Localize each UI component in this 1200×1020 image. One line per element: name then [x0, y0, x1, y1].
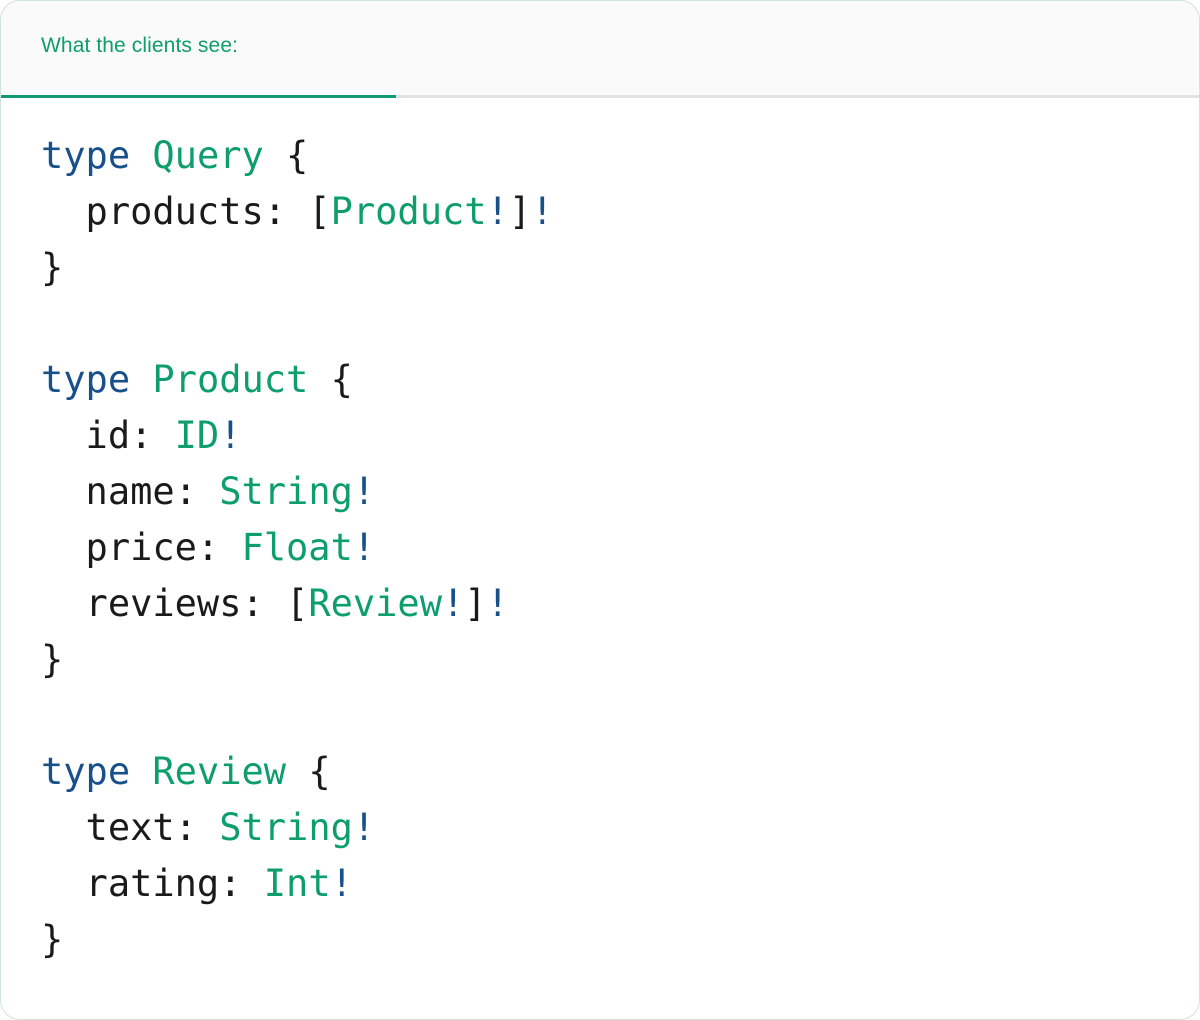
code-blank-line — [41, 688, 1199, 744]
active-tab-indicator — [1, 95, 396, 98]
code-token-type: Product — [152, 358, 309, 401]
code-line: type Query { — [41, 134, 308, 177]
code-token-type: Review — [152, 750, 287, 793]
code-token-pun: name: — [41, 470, 220, 513]
code-token-pun: text: — [41, 806, 220, 849]
code-token-pun: } — [41, 638, 64, 681]
card-header: What the clients see: — [1, 1, 1199, 98]
code-token-pun: id: — [41, 414, 175, 457]
code-token-bang: ! — [486, 582, 509, 625]
code-token-pun: } — [41, 246, 64, 289]
code-token-type: ID — [174, 414, 220, 457]
code-line: text: String! — [41, 806, 376, 849]
code-line: } — [41, 638, 63, 681]
code-token-pun — [130, 358, 152, 401]
code-token-pun — [130, 750, 152, 793]
code-token-pun: { — [286, 750, 331, 793]
code-token-type: Review — [308, 582, 442, 625]
code-token-pun: { — [263, 134, 309, 177]
code-line: products: [Product!]! — [41, 190, 554, 233]
code-token-bang: ! — [441, 582, 465, 625]
code-body: type Query { products: [Product!]! } typ… — [1, 98, 1199, 968]
code-token-bang: ! — [352, 470, 376, 513]
code-token-bang: ! — [219, 414, 242, 457]
code-line: id: ID! — [41, 414, 242, 457]
code-line: } — [41, 246, 63, 289]
code-token-pun: rating: — [41, 862, 264, 905]
code-token-type: Product — [330, 190, 487, 233]
code-blank-line — [41, 296, 1199, 352]
code-token-kw: type — [41, 358, 131, 401]
code-line: type Review { — [41, 750, 331, 793]
code-line: price: Float! — [41, 526, 376, 569]
code-line: name: String! — [41, 470, 376, 513]
code-token-type: Int — [263, 862, 331, 905]
code-token-pun: { — [308, 358, 353, 401]
code-token-pun: ] — [464, 582, 487, 625]
tab-what-the-clients-see[interactable]: What the clients see: — [41, 34, 239, 57]
code-line: } — [41, 918, 63, 961]
code-token-pun: price: — [41, 526, 242, 569]
code-token-bang: ! — [330, 862, 353, 905]
header-divider — [1, 95, 1199, 98]
code-token-kw: type — [41, 134, 131, 177]
code-token-bang: ! — [531, 190, 554, 233]
code-token-pun — [130, 134, 152, 177]
code-token-pun: } — [41, 918, 64, 961]
code-token-type: Float — [241, 526, 353, 569]
code-token-pun: ] — [508, 190, 532, 233]
code-token-bang: ! — [352, 806, 376, 849]
code-token-pun: products: [ — [41, 190, 331, 233]
code-token-type: Query — [152, 134, 264, 177]
code-token-kw: type — [41, 750, 131, 793]
code-line: reviews: [Review!]! — [41, 582, 509, 625]
graphql-schema-code: type Query { products: [Product!]! } typ… — [1, 98, 1199, 968]
code-line: type Product { — [41, 358, 353, 401]
code-line: rating: Int! — [41, 862, 353, 905]
code-token-bang: ! — [352, 526, 376, 569]
code-token-pun: reviews: [ — [41, 582, 309, 625]
code-token-type: String — [219, 806, 353, 849]
code-token-bang: ! — [486, 190, 509, 233]
code-token-type: String — [219, 470, 353, 513]
